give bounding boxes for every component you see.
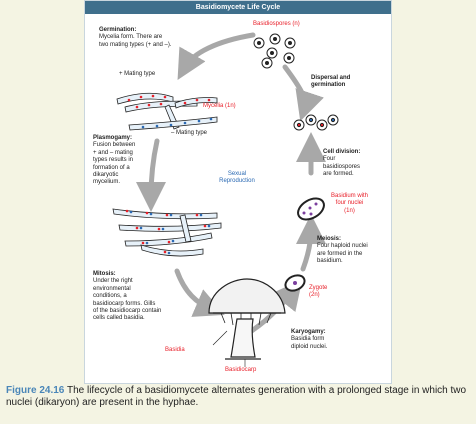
plasmogamy-line-2: + and – mating <box>93 149 133 156</box>
basidia-pointers <box>212 330 246 367</box>
meiosis-line-2: are formed in the <box>317 250 363 257</box>
germinating-spores <box>293 114 339 131</box>
haploid-nuclei <box>127 94 213 129</box>
cell-division-line-3: are formed. <box>323 171 354 178</box>
cell-division-heading: Cell division: <box>323 149 361 155</box>
basidiocarp-label: Basidiocarp <box>225 367 257 373</box>
plasmogamy-line-4: formation of a <box>93 164 130 171</box>
germination-line-2: two mating types (+ and –). <box>99 41 172 48</box>
figure-caption: Figure 24.16 The lifecycle of a basidiom… <box>6 385 470 409</box>
karyogamy-label: Karyogamy: Basidia form diploid nuclei. <box>291 329 327 351</box>
plasmogamy-label: Plasmogamy: Fusion between + and – matin… <box>93 135 155 187</box>
meiosis-line-1: Four haploid nuclei <box>317 243 368 250</box>
mitosis-line-1: Under the right <box>93 278 133 285</box>
caption-text: The lifecycle of a basidiomycete alterna… <box>6 385 467 408</box>
dispersal-line-1: Dispersal and <box>311 75 351 81</box>
dikaryotic-nuclei <box>125 209 211 255</box>
sexual-reproduction-label: Sexual Reproduction <box>209 171 265 186</box>
zygote-label: Zygote (2n) <box>309 285 327 300</box>
mitosis-heading: Mitosis: <box>93 271 116 277</box>
figure-number: Figure 24.16 <box>6 385 65 396</box>
dispersal-line-2: germination <box>311 82 346 89</box>
mitosis-label: Mitosis: Under the right environmental c… <box>93 271 183 323</box>
haploid-mycelia <box>116 93 218 131</box>
plus-mating-type-label: + Mating type <box>119 71 156 77</box>
mitosis-line-4: basidiocarp forms. Gills <box>93 300 156 307</box>
cell-division-line-1: Four <box>323 156 336 163</box>
mitosis-line-6: cells called basidia. <box>93 315 145 322</box>
plasmogamy-line-1: Fusion between <box>93 142 136 149</box>
basidium-four-nuclei-label: Basidium with four nuclei (1n) <box>331 193 368 215</box>
mitosis-line-5: of the basidiocarp contain <box>93 308 162 315</box>
arrow-mitosis-down <box>174 268 225 317</box>
karyogamy-line-2: diploid nuclei. <box>291 343 328 350</box>
arrow-meiosis-up <box>295 214 326 272</box>
life-cycle-figure: Basidiomycete Life Cycle <box>84 0 392 384</box>
basidium-line-2: four nuclei <box>335 200 364 207</box>
meiosis-label: Meiosis: Four haploid nuclei are formed … <box>317 236 368 266</box>
meiosis-heading: Meiosis: <box>317 236 342 242</box>
germination-label: Germination: Mycelia form. There are two… <box>99 27 172 49</box>
arrow-spores-to-dispersal <box>282 64 324 122</box>
cell-division-label: Cell division: Four basidiospores are fo… <box>323 149 360 179</box>
basidium-line-1: Basidium with <box>331 193 369 199</box>
cell-division-line-2: basidiospores <box>323 163 361 170</box>
zygote-line-2: (2n) <box>309 292 320 299</box>
karyogamy-heading: Karyogamy: <box>291 329 326 335</box>
minus-mating-type-label: – Mating type <box>171 130 208 136</box>
plasmogamy-line-3: types results in <box>93 157 134 164</box>
figure-title: Basidiomycete Life Cycle <box>85 1 391 14</box>
plasmogamy-line-6: mycelium. <box>93 179 121 186</box>
plasmogamy-heading: Plasmogamy: <box>93 135 133 141</box>
mitosis-line-3: conditions, a <box>93 293 127 300</box>
germination-line-1: Mycelia form. There are <box>99 34 163 41</box>
meiosis-line-3: basidium. <box>317 258 343 265</box>
sexual-reproduction-line-2: Reproduction <box>219 178 255 185</box>
basidium-line-3: (1n) <box>344 207 355 214</box>
plasmogamy-line-5: dikaryotic <box>93 172 119 179</box>
basidiospores-label: Basidiospores (n) <box>253 21 300 27</box>
basidiocarp-mushroom <box>208 278 286 360</box>
zygote-line-1: Zygote <box>309 285 328 291</box>
sexual-reproduction-line-1: Sexual <box>227 171 247 177</box>
arrow-spores-to-mycelia <box>177 32 256 81</box>
karyogamy-line-1: Basidia form <box>291 336 325 343</box>
basidium-four-nuclei <box>297 197 325 221</box>
zygote-basidium <box>284 274 306 292</box>
germination-heading: Germination: <box>99 27 137 33</box>
mitosis-line-2: environmental <box>93 285 131 292</box>
arrow-plasmogamy-down <box>136 138 167 212</box>
life-cycle-diagram <box>112 32 339 367</box>
mycelia-label: Mycelia (1n) <box>203 103 236 109</box>
dispersal-label: Dispersal and germination <box>311 75 350 90</box>
basidiospores-cluster <box>253 33 296 69</box>
basidia-label: Basidia <box>165 347 185 353</box>
